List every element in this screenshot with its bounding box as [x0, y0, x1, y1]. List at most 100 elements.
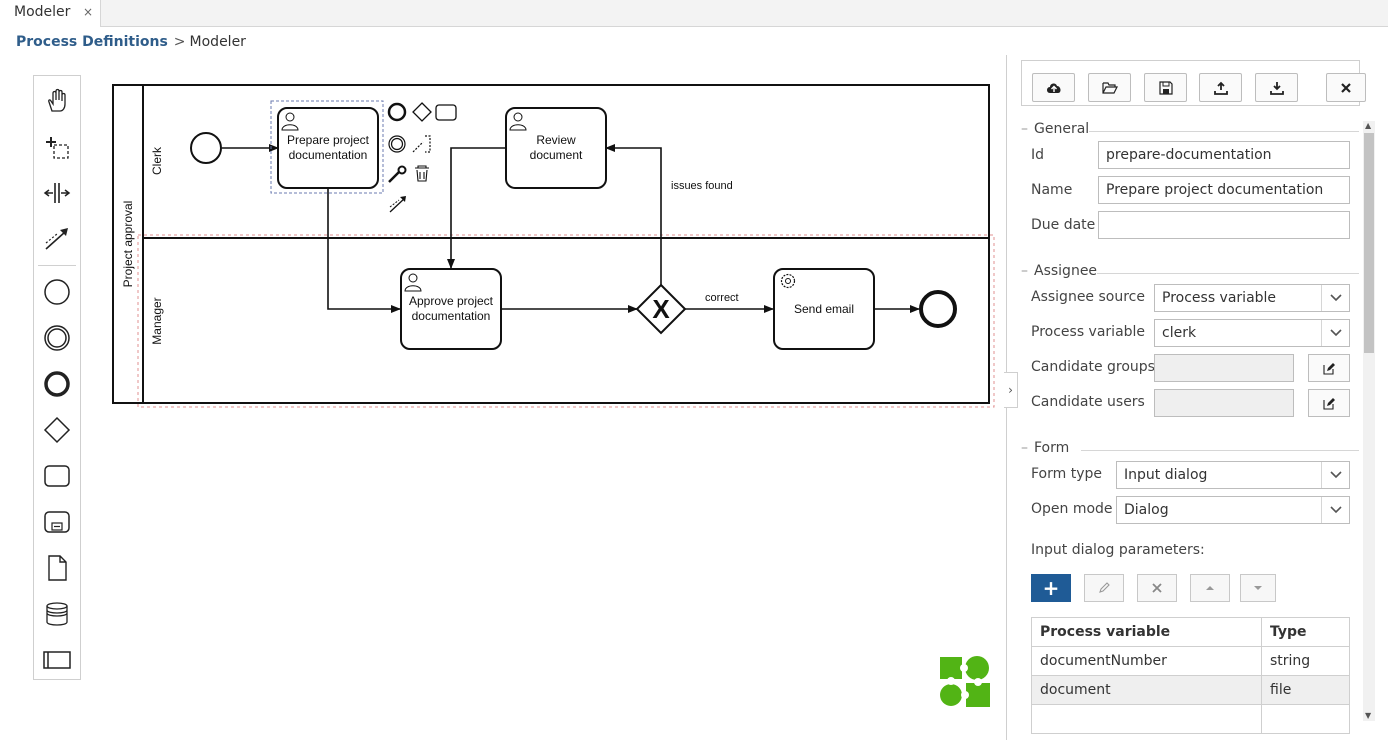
lasso-tool-icon[interactable] — [34, 127, 80, 167]
append-task-icon[interactable] — [435, 104, 457, 121]
deploy-button[interactable] — [1032, 73, 1075, 102]
task-send-email[interactable]: Send email — [773, 268, 875, 350]
flow-prepare-to-approve[interactable] — [327, 188, 401, 313]
form-type-select[interactable]: Input dialog — [1116, 461, 1350, 489]
process-variable-label: Process variable — [1031, 324, 1146, 340]
gateway-icon[interactable] — [34, 410, 80, 450]
panel-scrollbar[interactable]: ▲ ▼ — [1363, 121, 1375, 721]
task-review-line1: Review — [536, 133, 576, 147]
participant-icon[interactable] — [34, 640, 80, 680]
diagram-canvas[interactable]: Project approval Clerk Manager issues fo… — [100, 70, 1000, 419]
flow-label-issues-found: issues found — [671, 180, 733, 192]
breadcrumb-process-definitions-link[interactable]: Process Definitions — [16, 34, 168, 50]
cell-variable: document — [1031, 675, 1262, 705]
task-prepare-line1: Prepare project — [287, 133, 370, 147]
task-review-document[interactable]: Review document — [505, 107, 607, 189]
move-up-button[interactable] — [1190, 574, 1230, 602]
add-parameter-button[interactable]: + — [1031, 574, 1071, 602]
open-mode-label: Open mode — [1031, 501, 1113, 517]
panel-toggle-button[interactable]: › — [1004, 372, 1018, 408]
exclusive-gateway[interactable]: X — [635, 283, 687, 335]
import-button[interactable] — [1255, 73, 1298, 102]
trash-icon[interactable] — [415, 165, 429, 182]
task-review-line2: document — [530, 148, 583, 162]
column-type[interactable]: Type — [1261, 617, 1350, 647]
close-button[interactable] — [1326, 73, 1366, 102]
task-icon[interactable] — [34, 456, 80, 496]
breadcrumb-separator: > — [173, 34, 186, 50]
edit-icon — [1322, 397, 1335, 410]
wrench-icon[interactable] — [388, 165, 407, 183]
text-annotation-icon[interactable] — [412, 135, 431, 153]
remove-parameter-button[interactable] — [1137, 574, 1177, 602]
connect-icon[interactable] — [389, 196, 406, 213]
hand-tool-icon[interactable] — [34, 81, 80, 121]
assignee-source-select[interactable]: Process variable — [1154, 284, 1350, 312]
edit-parameter-button[interactable] — [1084, 574, 1124, 602]
open-mode-select[interactable]: Dialog — [1116, 496, 1350, 524]
parameters-table: Process variable Type documentNumber str… — [1031, 617, 1350, 734]
table-row[interactable]: document file — [1031, 675, 1350, 705]
section-general-title: –General — [1021, 121, 1090, 137]
cell-type: string — [1261, 646, 1350, 676]
tab-modeler[interactable]: Modeler × — [0, 0, 101, 27]
flow-issues-found[interactable] — [605, 144, 662, 285]
append-end-event-icon[interactable] — [387, 102, 407, 122]
properties-panel: –General Id prepare-documentation Name P… — [1006, 55, 1388, 740]
scrollbar-thumb[interactable] — [1364, 133, 1374, 353]
service-task-gear-icon — [780, 273, 796, 289]
global-connect-tool-icon[interactable] — [34, 218, 80, 258]
scroll-up-arrow-icon[interactable]: ▲ — [1365, 121, 1372, 130]
flow-review-to-approve[interactable] — [447, 147, 505, 269]
section-divider — [1089, 131, 1359, 132]
task-selection-outline — [270, 100, 384, 194]
chevron-down-icon — [1321, 285, 1349, 311]
space-tool-icon[interactable] — [34, 173, 80, 213]
table-row[interactable]: documentNumber string — [1031, 646, 1350, 676]
section-form-title: –Form — [1021, 440, 1070, 456]
end-event-icon[interactable] — [34, 364, 80, 404]
append-gateway-icon[interactable] — [412, 102, 432, 122]
move-down-button[interactable] — [1240, 574, 1276, 602]
id-field[interactable]: prepare-documentation — [1098, 141, 1350, 169]
cell-variable: documentNumber — [1031, 646, 1262, 676]
tab-close-icon[interactable]: × — [83, 5, 94, 19]
name-field[interactable]: Prepare project documentation — [1098, 176, 1350, 204]
scroll-down-arrow-icon[interactable]: ▼ — [1365, 711, 1372, 720]
column-process-variable[interactable]: Process variable — [1031, 617, 1262, 647]
lane-selection-outline — [137, 234, 995, 408]
subprocess-icon[interactable] — [34, 502, 80, 542]
due-date-field[interactable] — [1098, 211, 1350, 239]
open-mode-value: Dialog — [1124, 502, 1169, 518]
bpmn-io-logo[interactable] — [938, 655, 992, 713]
user-task-icon — [509, 112, 527, 131]
user-task-icon — [404, 273, 422, 292]
start-event-icon[interactable] — [34, 272, 80, 312]
open-button[interactable] — [1088, 73, 1131, 102]
process-variable-select[interactable]: clerk — [1154, 319, 1350, 347]
gateway-mark: X — [652, 294, 670, 324]
export-button[interactable] — [1199, 73, 1242, 102]
caret-down-icon — [1254, 586, 1262, 590]
task-prepare-documentation[interactable]: Prepare project documentation — [277, 107, 379, 189]
tab-title: Modeler — [14, 4, 71, 20]
start-event[interactable] — [190, 132, 222, 164]
lane-manager-label: Manager — [150, 297, 164, 344]
table-header-row: Process variable Type — [1031, 617, 1350, 647]
task-send-label: Send email — [794, 302, 854, 316]
save-button[interactable] — [1144, 73, 1187, 102]
intermediate-event-icon[interactable] — [34, 318, 80, 358]
data-store-icon[interactable] — [34, 594, 80, 634]
pool-project-approval[interactable]: Project approval — [112, 84, 990, 404]
section-divider — [1081, 450, 1359, 451]
edit-candidate-users-button[interactable] — [1308, 389, 1350, 417]
edit-candidate-groups-button[interactable] — [1308, 354, 1350, 382]
chevron-down-icon — [1321, 497, 1349, 523]
flow-label-correct: correct — [705, 292, 739, 304]
append-intermediate-event-icon[interactable] — [388, 135, 406, 153]
end-event[interactable] — [919, 290, 957, 328]
data-object-icon[interactable] — [34, 548, 80, 588]
candidate-groups-label: Candidate groups — [1031, 359, 1155, 375]
id-label: Id — [1031, 147, 1045, 163]
task-approve-documentation[interactable]: Approve project documentation — [400, 268, 502, 350]
